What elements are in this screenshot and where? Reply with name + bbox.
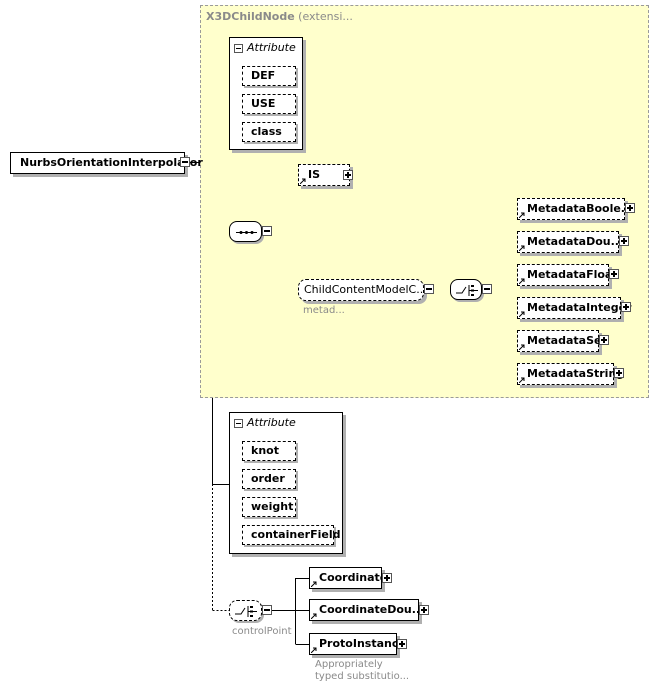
is-expand-icon[interactable]: [343, 170, 353, 180]
reference-arrow-icon: [519, 278, 525, 284]
metadata-group-label: ChildContentModelC...: [304, 283, 427, 296]
metadata-set-element[interactable]: MetadataSet: [517, 330, 607, 352]
metadata-boolean-element[interactable]: MetadataBoole...: [517, 198, 633, 220]
inherited-attribute-header-label: Attribute: [247, 41, 296, 54]
inherited-attribute-group: Attribute DEF USE class: [229, 37, 303, 150]
metadata-group[interactable]: ChildContentModelC...: [298, 279, 427, 301]
attribute-def[interactable]: DEF: [242, 66, 296, 86]
attribute-knot[interactable]: knot: [242, 441, 296, 461]
sequence-icon: [236, 231, 257, 234]
reference-arrow-icon: [519, 212, 525, 218]
proto-instance-expand-icon[interactable]: [397, 639, 407, 649]
reference-arrow-icon: [519, 311, 525, 317]
reference-arrow-icon: [311, 647, 317, 653]
substitution-note-line2: typed substitutio...: [315, 671, 410, 682]
coordinate-expand-icon[interactable]: [382, 573, 392, 583]
root-element[interactable]: NurbsOrientationInterpolator: [10, 152, 203, 174]
collapse-icon[interactable]: [234, 43, 243, 53]
substitution-note-line1: Appropriately: [315, 659, 383, 670]
metadata-double-element[interactable]: MetadataDou...: [517, 231, 623, 253]
metadata-float-expand-icon[interactable]: [609, 269, 619, 279]
reference-arrow-icon: [311, 613, 317, 619]
control-point-collapse-icon[interactable]: [262, 605, 272, 615]
extension-suffix: (extensi...: [294, 10, 353, 23]
metadata-string-expand-icon[interactable]: [614, 368, 624, 378]
metadata-group-caption: metad...: [303, 305, 345, 316]
extension-base: X3DChildNode: [206, 10, 295, 23]
own-attribute-header[interactable]: Attribute: [234, 416, 296, 429]
extension-title: X3DChildNode (extensi...: [206, 10, 353, 23]
root-collapse-icon[interactable]: [180, 157, 190, 167]
coordinate-element[interactable]: Coordinate: [309, 567, 387, 589]
metadata-double-expand-icon[interactable]: [619, 236, 629, 246]
reference-arrow-icon: [519, 377, 525, 383]
own-attribute-group: Attribute knot order weight containerFie…: [229, 412, 343, 554]
attribute-containerfield[interactable]: containerField: [242, 525, 340, 545]
metadata-choice-compositor[interactable]: [450, 279, 482, 300]
metadata-integer-element[interactable]: MetadataInteger: [517, 297, 631, 319]
metadata-choice-collapse-icon[interactable]: [482, 284, 492, 294]
control-point-choice[interactable]: [229, 600, 262, 621]
attribute-weight[interactable]: weight: [242, 497, 296, 517]
metadata-set-expand-icon[interactable]: [599, 335, 609, 345]
sequence-compositor[interactable]: [229, 221, 262, 242]
reference-arrow-icon: [311, 581, 317, 587]
inherited-attribute-header[interactable]: Attribute: [234, 41, 296, 54]
reference-arrow-icon: [519, 245, 525, 251]
is-element-label: IS: [308, 168, 321, 181]
is-element[interactable]: IS: [298, 164, 350, 186]
metadata-float-element[interactable]: MetadataFloat: [517, 264, 618, 286]
attribute-class[interactable]: class: [242, 122, 296, 142]
metadata-group-collapse-icon[interactable]: [424, 284, 434, 294]
own-attribute-header-label: Attribute: [247, 416, 296, 429]
coordinate-double-expand-icon[interactable]: [419, 605, 429, 615]
metadata-string-element[interactable]: MetadataString: [517, 363, 624, 385]
metadata-integer-expand-icon[interactable]: [621, 302, 631, 312]
root-element-label: NurbsOrientationInterpolator: [20, 156, 203, 169]
metadata-boolean-expand-icon[interactable]: [625, 203, 635, 213]
coordinate-double-element[interactable]: CoordinateDou...: [309, 599, 424, 621]
choice-icon: [456, 285, 478, 296]
sequence-collapse-icon[interactable]: [262, 226, 272, 236]
attribute-use[interactable]: USE: [242, 94, 296, 114]
collapse-icon[interactable]: [234, 418, 243, 428]
reference-arrow-icon: [519, 344, 525, 350]
attribute-order[interactable]: order: [242, 469, 296, 489]
control-point-caption: controlPoint: [232, 626, 292, 637]
choice-icon: [235, 606, 257, 617]
reference-arrow-icon: [300, 178, 306, 184]
proto-instance-element[interactable]: ProtoInstance: [309, 633, 406, 655]
